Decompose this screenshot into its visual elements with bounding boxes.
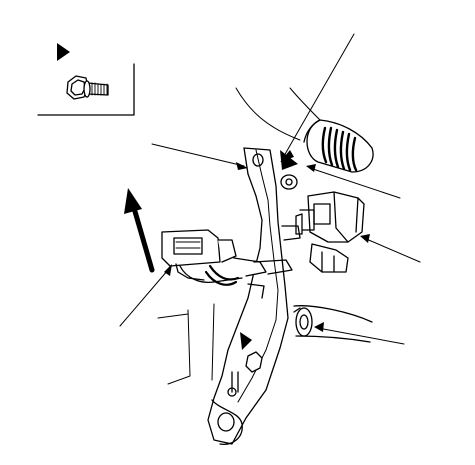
leader-lines [119,33,421,345]
frame-edge [167,309,191,385]
triangle-marker-icon [57,43,70,61]
triangle-marker-icon [240,332,252,350]
up-direction-arrow-icon [124,188,155,273]
callout-line-6 [317,327,405,345]
lower-hose [293,305,373,343]
electrical-connector [161,229,293,299]
callout-line-2 [151,143,245,167]
mounting-bracket [207,147,298,445]
body-panel-outline [235,87,301,141]
bracket-bolt-head [280,174,298,190]
body-panel-outline-2 [289,87,323,123]
callout-line-3 [309,167,401,199]
callout-line-4 [363,237,421,263]
bracket-bottom-hole [217,412,235,432]
inset-box-frame [37,63,135,116]
frame-edge-2 [211,303,215,381]
bolt-hole [252,153,264,167]
leader-arrowheads [164,150,370,332]
corrugated-hose [303,119,374,173]
solenoid-valve [281,191,365,273]
flange-bolt-icon [66,75,109,100]
frame-edge-3 [157,313,189,319]
callout-line-1 [283,33,355,157]
bolt-inset [37,43,135,116]
callout-line-5 [119,269,169,327]
